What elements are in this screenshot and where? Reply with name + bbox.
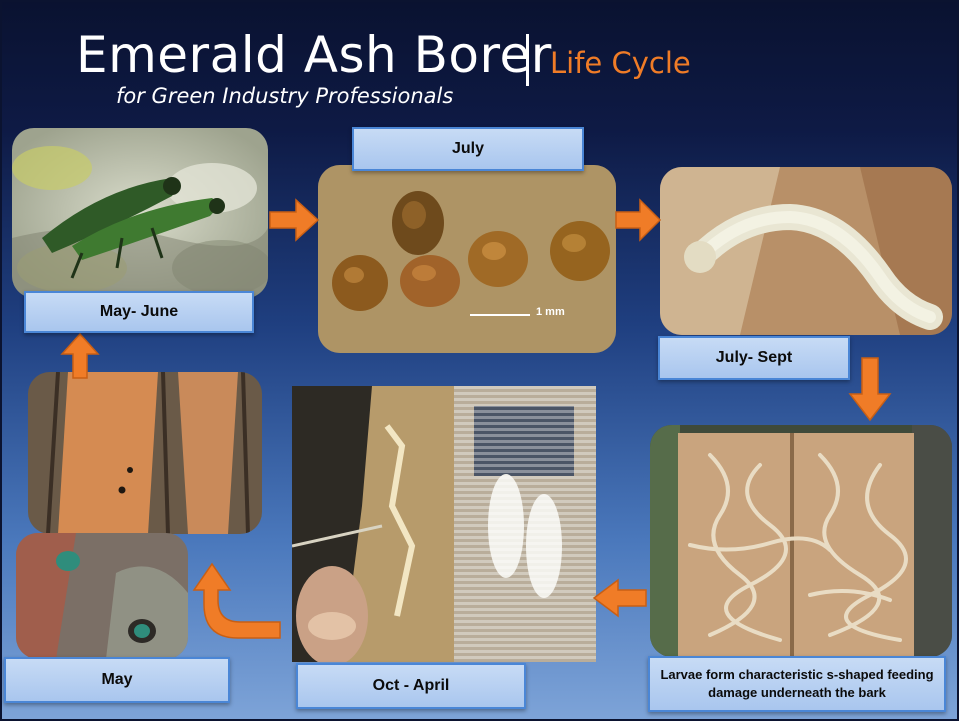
arrow-right-icon <box>614 198 662 242</box>
stage-label-adults: May- June <box>24 291 254 333</box>
galleries-photo <box>650 425 952 657</box>
title-separator <box>526 34 529 86</box>
arrow-left-icon <box>592 578 648 618</box>
bark-exit-holes-photo <box>28 372 262 534</box>
arrow-right-icon <box>268 198 320 242</box>
arrow-down-icon <box>848 356 892 422</box>
u-turn-arrow-icon <box>196 552 286 648</box>
adult-beetles-photo <box>12 128 268 298</box>
arrow-up-icon <box>60 332 100 380</box>
stage-label-pupae: Oct - April <box>296 663 526 709</box>
stage-label-larva: July- Sept <box>658 336 850 380</box>
larva-photo <box>660 167 952 335</box>
slide-section-title: Life Cycle <box>550 46 691 80</box>
stage-label-eggs: July <box>352 127 584 171</box>
slide-subtitle: for Green Industry Professionals <box>116 84 453 108</box>
stage-label-emergence: May <box>4 657 230 703</box>
stage-label-galleries: Larvae form characteristic s-shaped feed… <box>648 656 946 712</box>
scale-bar-label: 1 mm <box>536 306 565 318</box>
pupae-photo <box>454 386 596 662</box>
slide-title: Emerald Ash Borer <box>76 26 552 84</box>
pupae-in-wood-photo <box>292 386 454 662</box>
eggs-photo: 1 mm <box>318 165 616 353</box>
emerging-beetles-photo <box>16 533 188 659</box>
